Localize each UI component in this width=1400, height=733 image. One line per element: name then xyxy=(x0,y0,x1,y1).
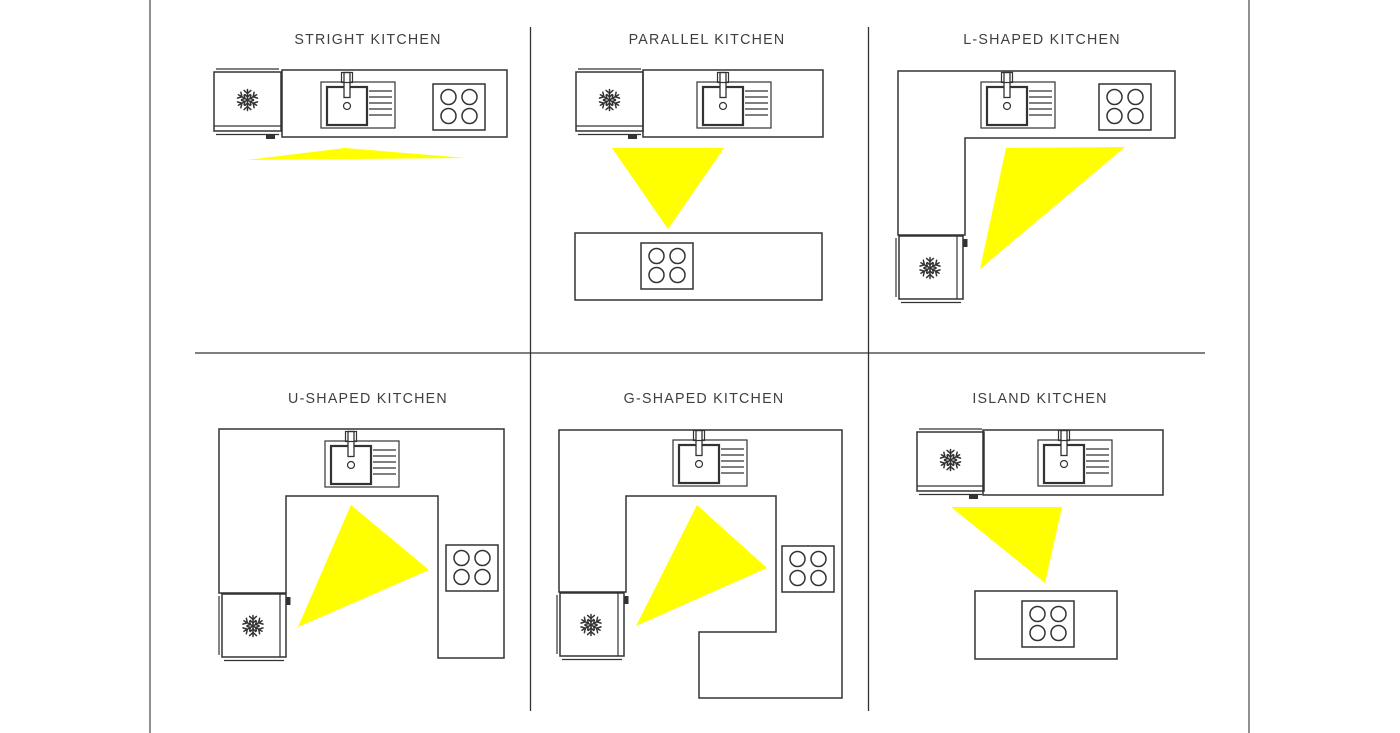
fridge-icon xyxy=(896,236,968,303)
g-shaped-kitchen-diagram xyxy=(557,429,843,699)
fridge-icon xyxy=(219,594,291,661)
counter-outline xyxy=(642,69,824,138)
fridge-icon xyxy=(214,69,281,139)
stove-icon xyxy=(1021,600,1075,648)
island-kitchen-diagram xyxy=(917,429,1164,660)
sink-icon xyxy=(319,71,397,130)
work-triangle xyxy=(980,147,1125,269)
work-triangle xyxy=(612,148,724,229)
stove-icon xyxy=(640,242,694,290)
island-counter-outline xyxy=(974,590,1118,660)
sink-icon xyxy=(979,71,1057,130)
work-triangle xyxy=(636,505,767,626)
panel-title-g-shaped: G-SHAPED KITCHEN xyxy=(623,390,785,407)
fridge-icon xyxy=(917,429,984,499)
work-triangle xyxy=(247,148,466,160)
counter-outline xyxy=(281,69,508,138)
sink-icon xyxy=(1036,429,1114,488)
panel-title-parallel: PARALLEL KITCHEN xyxy=(628,31,786,48)
counter-outline xyxy=(982,429,1164,496)
straight-kitchen-diagram xyxy=(214,69,508,160)
work-triangle xyxy=(951,507,1062,583)
sink-icon xyxy=(323,430,401,489)
work-triangle xyxy=(298,505,429,627)
counter-outline xyxy=(218,428,505,659)
panel-title-straight: STRIGHT KITCHEN xyxy=(294,31,442,48)
counter-outline xyxy=(558,429,843,699)
counter-outline xyxy=(897,70,1176,236)
fridge-icon xyxy=(576,69,643,139)
panel-title-u-shaped: U-SHAPED KITCHEN xyxy=(288,390,448,407)
stove-icon xyxy=(1098,83,1152,131)
parallel-kitchen-diagram xyxy=(574,69,824,301)
panel-title-island: ISLAND KITCHEN xyxy=(972,390,1108,407)
sink-icon xyxy=(671,429,749,488)
u-shaped-kitchen-diagram xyxy=(218,428,505,661)
sink-icon xyxy=(695,71,773,130)
stove-icon xyxy=(781,545,835,593)
island-counter-outline xyxy=(574,232,823,301)
fridge-icon xyxy=(557,593,629,660)
stove-icon xyxy=(445,544,499,592)
stove-icon xyxy=(432,83,486,131)
l-shaped-kitchen-diagram xyxy=(896,70,1176,303)
panel-title-l-shaped: L-SHAPED KITCHEN xyxy=(963,31,1121,48)
